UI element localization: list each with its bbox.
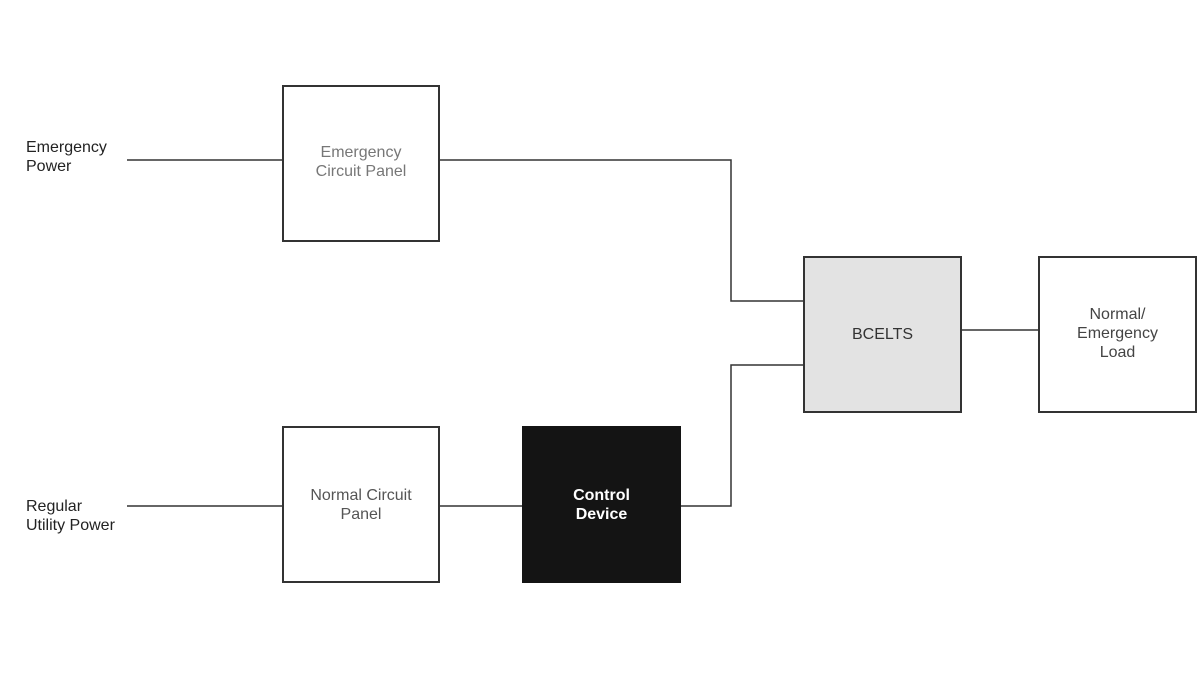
normal-circuit-panel-line-1: Normal Circuit bbox=[310, 487, 412, 504]
bcelts-label: BCELTS bbox=[851, 326, 914, 343]
normal-circuit-panel-box: Normal Circuit Panel bbox=[282, 426, 440, 583]
emergency-power-label: Emergency Power bbox=[26, 138, 107, 176]
emergency-power-label-line-1: Emergency bbox=[26, 139, 107, 156]
load-label-line-3: Load bbox=[1099, 344, 1136, 361]
wire-control-to-bcelts bbox=[681, 364, 803, 507]
bcelts-box: BCELTS bbox=[803, 256, 962, 413]
control-device-line-2: Device bbox=[575, 506, 628, 523]
wire-emergency-panel-to-bcelts bbox=[440, 159, 803, 302]
control-device-box: Control Device bbox=[522, 426, 681, 583]
normal-emergency-load-box: Normal/ Emergency Load bbox=[1038, 256, 1197, 413]
emergency-power-label-line-2: Power bbox=[26, 158, 72, 175]
regular-power-label-line-2: Utility Power bbox=[26, 517, 115, 534]
load-label-line-1: Normal/ bbox=[1089, 306, 1146, 323]
regular-utility-power-label: Regular Utility Power bbox=[26, 497, 115, 535]
emergency-circuit-panel-box: Emergency Circuit Panel bbox=[282, 85, 440, 242]
control-device-line-1: Control bbox=[573, 487, 630, 504]
load-label-line-2: Emergency bbox=[1077, 325, 1158, 342]
normal-circuit-panel-line-2: Panel bbox=[340, 506, 382, 523]
emergency-circuit-panel-line-2: Circuit Panel bbox=[315, 163, 407, 180]
regular-power-label-line-1: Regular bbox=[26, 498, 83, 515]
emergency-circuit-panel-line-1: Emergency bbox=[320, 144, 402, 161]
